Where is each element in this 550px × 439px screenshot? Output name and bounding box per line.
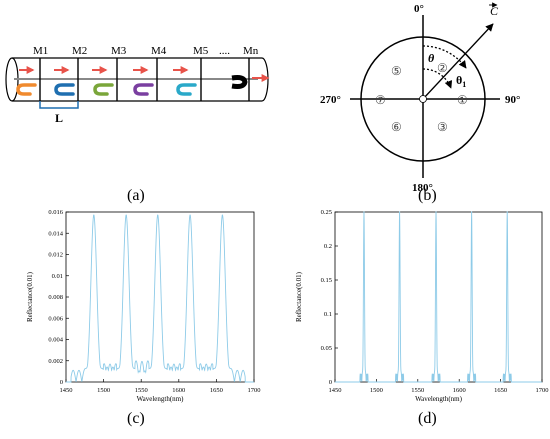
region-2: ② (437, 61, 448, 75)
period-bracket (39, 101, 79, 109)
angle-label-270: 270° (320, 94, 341, 106)
spectrum-peak-point (363, 211, 365, 213)
theta1-label: θ1 (456, 73, 466, 89)
y-tick-label: 0 (329, 379, 332, 386)
spectrum-peak-point (221, 214, 224, 216)
region-5: ⑤ (391, 64, 402, 78)
y-tick-label: 0.15 (321, 277, 332, 284)
fiber-diagram: M1 M2 M3 M4 M5 .... Mn L (5, 45, 270, 125)
spectrum-peak-point (189, 214, 191, 216)
caption-b: (b) (418, 187, 437, 204)
spectrum-chart-c: 1450 1500 1550 1600 1650 1700 0 0.002 0.004 0.006… (26, 209, 261, 403)
y-tick-label: 0.2 (324, 243, 332, 250)
y-axis-label: Reflectance(0.01) (295, 271, 303, 322)
y-tick-label: 0.016 (48, 209, 63, 216)
spectrum-series (66, 214, 254, 383)
angle-label-0: 0° (414, 3, 424, 15)
x-tick-label: 1450 (60, 387, 73, 394)
region-1: ① (457, 93, 468, 107)
spectrum-series (335, 211, 542, 383)
y-tick-label: 0 (60, 379, 63, 386)
y-tick-label: 0.006 (48, 315, 63, 322)
angle-label-90: 90° (505, 94, 520, 106)
y-tick-label: 0.01 (52, 273, 63, 280)
y-tick-label: 0.1 (324, 311, 332, 318)
y-tick-label: 0.002 (48, 358, 63, 365)
region-7: ⑦ (375, 93, 386, 107)
x-tick-label: 1700 (248, 387, 261, 394)
origin-marker (419, 95, 427, 103)
reflection-u-teal (176, 83, 197, 96)
x-tick-label: 1700 (536, 387, 549, 394)
mirror-label-m4: M4 (151, 45, 167, 57)
caption-a: (a) (127, 187, 145, 204)
mirror-lines (39, 58, 250, 101)
caption-c: (c) (127, 410, 145, 427)
reflection-u-purple (133, 83, 154, 96)
y-tick-label: 0.05 (321, 345, 332, 352)
y-tick-label: 0.004 (48, 337, 63, 344)
x-tick-label: 1600 (172, 387, 185, 394)
fiber-right-end (261, 57, 269, 102)
region-6: ⑥ (391, 120, 402, 134)
angle-label-180: 180° (412, 182, 433, 194)
reflection-arrows (16, 83, 197, 96)
reflection-u-green (93, 83, 114, 96)
angle-diagram: θ θ1 C 0° 90° 180° 270° ① ② ③ ⑤ ⑥ ⑦ (320, 2, 520, 194)
vector-c-label: C (490, 4, 499, 18)
x-tick-label: 1500 (97, 387, 110, 394)
mirror-label-m2: M2 (72, 45, 87, 57)
x-tick-label: 1550 (135, 387, 148, 394)
caption-d: (d) (418, 410, 437, 427)
mirror-label-m1: M1 (33, 45, 48, 57)
spectrum-peak-point (157, 214, 159, 216)
period-label: L (55, 111, 63, 125)
spectrum-peak-point (506, 211, 508, 213)
x-tick-label: 1650 (494, 387, 507, 394)
reflection-u-orange (16, 83, 37, 96)
vector-c-arrow (422, 23, 494, 100)
theta1-arc (422, 68, 453, 89)
y-axis-label: Reflectance(0.01) (26, 271, 34, 322)
mirror-label-m3: M3 (111, 45, 127, 57)
theta-label: θ (428, 51, 435, 65)
spectrum-peak-point (435, 211, 437, 213)
mirror-label-mn: Mn (243, 45, 259, 57)
plot-frame (334, 211, 543, 383)
fiber-tube (12, 57, 262, 102)
spectrum-peak-point (93, 214, 95, 216)
y-tick-label: 0.014 (48, 230, 63, 237)
region-3: ③ (437, 120, 448, 134)
x-tick-label: 1650 (210, 387, 223, 394)
forward-arrows (19, 66, 270, 82)
spectrum-peak-point (471, 211, 473, 213)
spectrum-peak-point (398, 211, 401, 213)
y-tick-label: 0.25 (321, 209, 332, 216)
x-tick-label: 1450 (329, 387, 342, 394)
reflection-u-blue (54, 83, 75, 96)
x-axis-label: Wavelength(nm) (415, 395, 463, 403)
theta-arc (422, 45, 467, 69)
x-tick-label: 1600 (453, 387, 466, 394)
x-tick-label: 1500 (370, 387, 383, 394)
y-tick-label: 0.012 (48, 252, 63, 259)
y-tick-label: 0.008 (48, 294, 63, 301)
spectrum-chart-d: 1450 1500 1550 1600 1650 1700 0 0.05 0.1 0.15 0.2 0… (295, 209, 549, 403)
spectrum-peak-point (125, 214, 127, 216)
mirror-label-dots: .... (219, 45, 230, 57)
output-hook-arrow (231, 75, 248, 89)
mirror-label-m5: M5 (193, 45, 209, 57)
x-tick-label: 1550 (411, 387, 424, 394)
x-axis-label: Wavelength(nm) (137, 395, 185, 403)
